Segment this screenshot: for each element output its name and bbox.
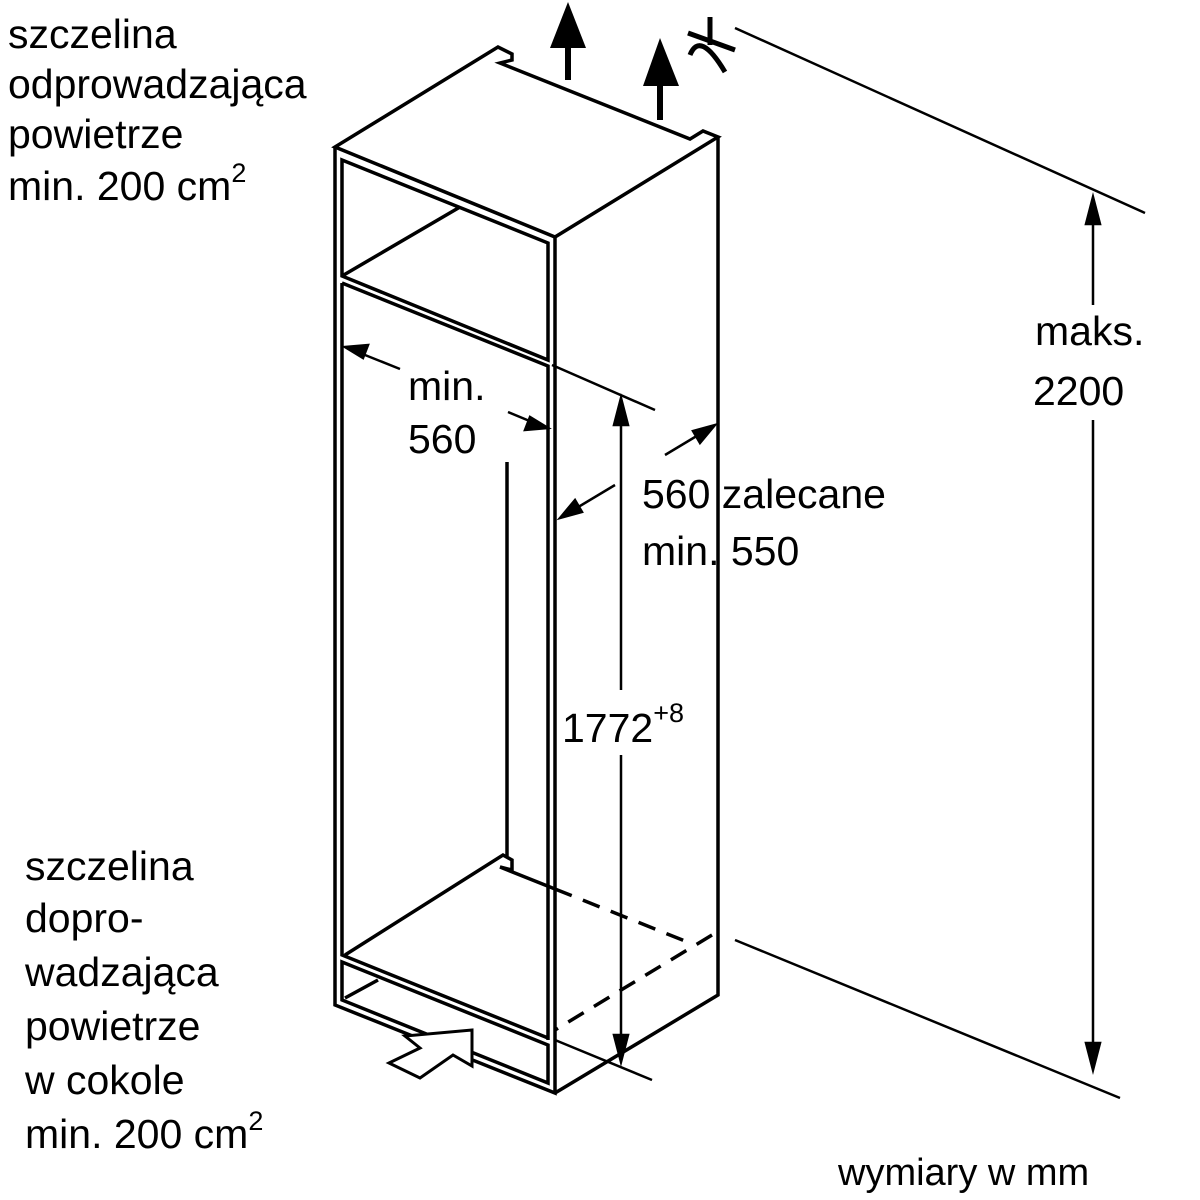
cabinet-top <box>331 45 722 239</box>
cabinet-floor <box>344 852 556 957</box>
air-in-arrow <box>385 1028 474 1080</box>
bottom-slot-line: szczelina <box>25 843 194 889</box>
arrowhead-left <box>341 343 370 360</box>
plinth-hidden <box>554 887 713 1032</box>
bottom-slot-line: min. 200 cm2 <box>25 1106 263 1157</box>
depth-min-label: min. 550 <box>642 528 799 574</box>
units-note: wymiary w mm <box>837 1152 1089 1194</box>
top-slot-line: szczelina <box>8 11 177 57</box>
arrowhead-down <box>612 1033 630 1067</box>
cabinet-outer <box>333 137 720 1096</box>
dim-560-line <box>359 351 401 371</box>
arrowhead-left <box>556 497 584 521</box>
top-slot-label: szczelina odprowadzająca powietrze min. … <box>8 11 307 209</box>
width-value-label: 560 <box>408 416 476 462</box>
max-height-label: maks. <box>1035 308 1144 354</box>
extension-lines <box>551 26 1146 1100</box>
arrowhead-right <box>691 422 719 446</box>
main-compartment <box>340 281 550 1040</box>
bottom-slot-line: wadzająca <box>24 949 219 995</box>
arrowhead-up <box>1084 192 1102 226</box>
dim-depth-line-right <box>664 432 701 457</box>
arrowhead-right <box>523 415 552 432</box>
niche-height-label: 1772+8 <box>562 698 684 751</box>
plinth <box>340 959 550 1086</box>
bottom-slot-label: szczelina dopro- wadzająca powietrze w c… <box>24 843 263 1157</box>
air-out-arrow-1 <box>550 2 586 48</box>
dim-depth-line <box>574 483 616 511</box>
width-min-label: min. <box>408 363 485 409</box>
max-height-value: 2200 <box>1033 368 1124 414</box>
bottom-slot-line: powietrze <box>25 1003 200 1049</box>
arrowhead-down <box>1084 1041 1102 1075</box>
depth-recommended-label: 560 zalecane <box>642 471 886 517</box>
air-out-arrow-2 <box>643 38 679 86</box>
bottom-slot-line: dopro- <box>25 895 144 941</box>
top-slot-line: odprowadzająca <box>8 61 307 107</box>
top-slot-line: min. 200 cm2 <box>8 158 246 209</box>
arrowhead-up <box>612 393 630 427</box>
bottom-slot-line: w cokole <box>24 1057 185 1103</box>
fan-icon <box>687 17 736 74</box>
top-slot-line: powietrze <box>8 111 183 157</box>
upper-compartment <box>340 157 550 363</box>
